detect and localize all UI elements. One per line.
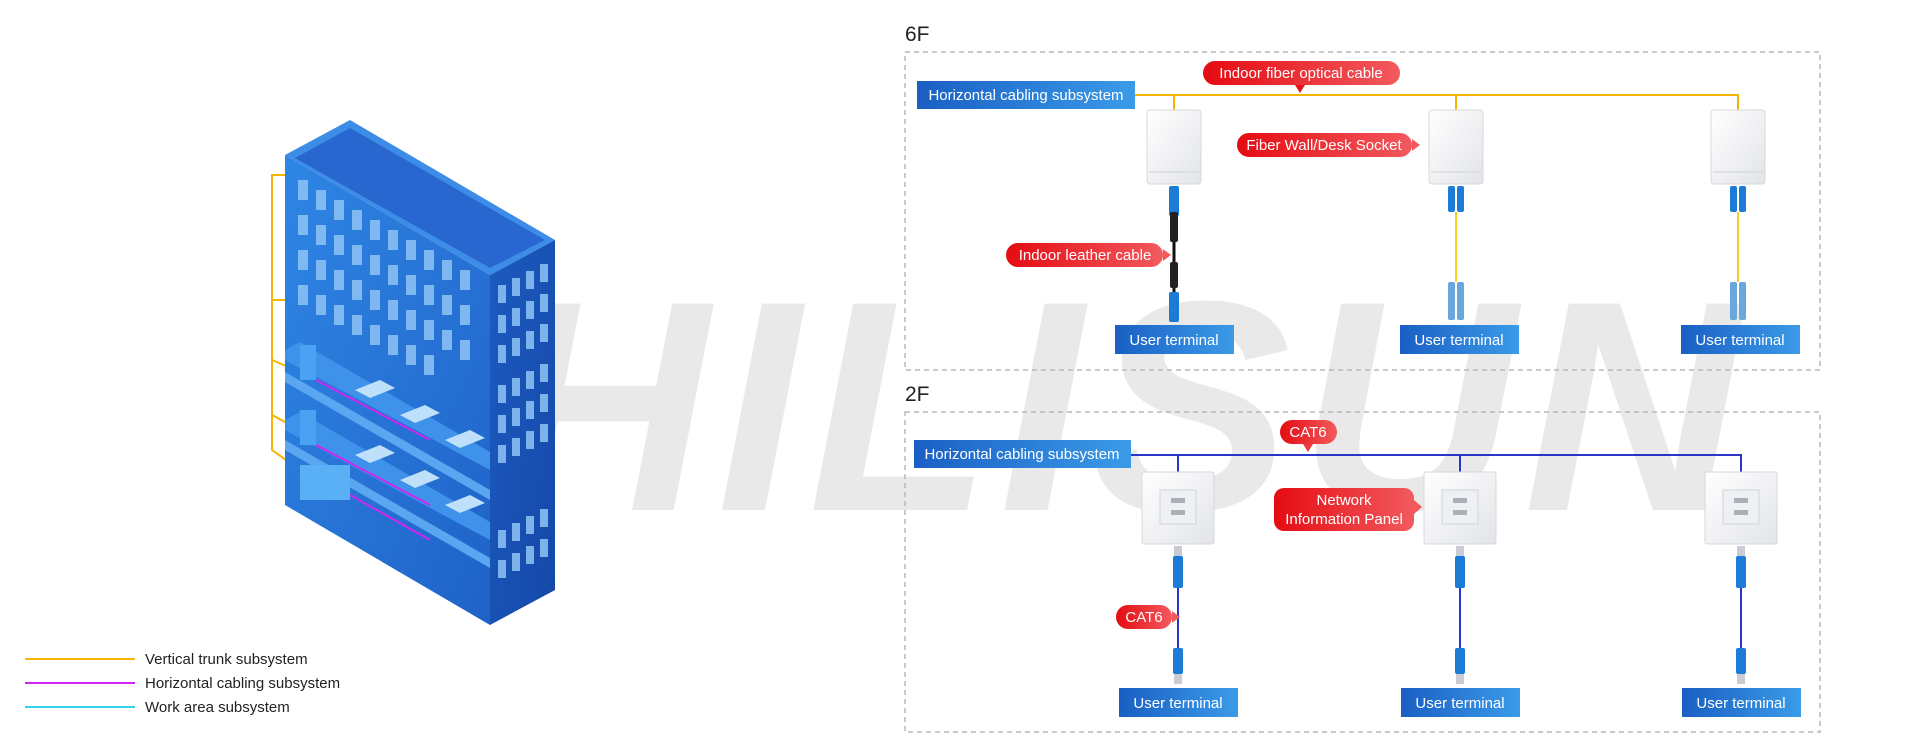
watermark-text: HILISUN	[492, 238, 1748, 574]
legend-label-work-area: Work area subsystem	[145, 699, 290, 716]
fiber-socket-2	[1428, 109, 1484, 185]
building-illustration	[271, 120, 555, 625]
floor-2f-border	[904, 411, 1821, 733]
floor-2f-terminal-3: User terminal	[1696, 695, 1785, 712]
network-panel-2	[1423, 471, 1497, 545]
floor-6f-leather-label: Indoor leather cable	[1019, 247, 1152, 264]
floor-2f-drop-1	[1173, 546, 1183, 684]
floor-6f-terminal-1: User terminal	[1129, 332, 1218, 349]
floor-6f-border	[904, 51, 1821, 371]
floor-6f-panel: 6F Horizontal cabling subsystem Indoor f…	[904, 23, 1821, 371]
floor-2f-terminal-3-box	[1682, 688, 1801, 717]
floor-6f-horizontal-label: Horizontal cabling subsystem	[928, 87, 1123, 104]
floor-2f-terminal-1: User terminal	[1133, 695, 1222, 712]
floor-6f-cable-label: Indoor fiber optical cable	[1219, 65, 1382, 82]
floor-6f-drop-1	[1169, 186, 1179, 322]
floor-6f-terminal-1-box	[1115, 325, 1234, 354]
legend-label-vertical: Vertical trunk subsystem	[145, 651, 308, 668]
floor-2f-terminal-1-box	[1119, 688, 1238, 717]
floor-6f-drop-2	[1448, 186, 1464, 320]
floor-2f-panel-label-1: Network	[1316, 492, 1372, 509]
floor-2f-panel-label-2: Information Panel	[1285, 511, 1403, 528]
floor-6f-drop-3	[1730, 186, 1746, 320]
floor-2f-cable-label: CAT6	[1289, 424, 1326, 441]
legend-label-horizontal: Horizontal cabling subsystem	[145, 675, 340, 692]
floor-6f-socket-callout: Fiber Wall/Desk Socket	[1237, 133, 1420, 157]
network-panel-3	[1704, 471, 1778, 545]
floor-6f-terminal-3: User terminal	[1695, 332, 1784, 349]
floor-6f-cable-callout: Indoor fiber optical cable	[1203, 61, 1400, 93]
floor-2f-terminal-2-box	[1401, 688, 1520, 717]
floor-2f-drop-callout: CAT6	[1116, 605, 1180, 629]
floor-6f-horizontal-box	[917, 81, 1135, 109]
fiber-socket-3	[1710, 109, 1766, 185]
fiber-socket-1	[1146, 109, 1202, 185]
floor-2f-cable-callout: CAT6	[1280, 420, 1337, 452]
legend: Vertical trunk subsystem Horizontal cabl…	[25, 651, 340, 716]
floor-2f-panel-callout: Network Information Panel	[1274, 488, 1422, 531]
floor-6f-terminal-3-box	[1681, 325, 1800, 354]
floor-6f-terminal-2-box	[1400, 325, 1519, 354]
floor-6f-socket-label: Fiber Wall/Desk Socket	[1246, 137, 1402, 154]
floor-2f-panel: 2F Horizontal cabling subsystem CAT6	[904, 383, 1821, 733]
floor-2f-drop-label: CAT6	[1125, 609, 1162, 626]
floor-2f-drop-2	[1455, 546, 1465, 684]
floor-2f-horizontal-label: Horizontal cabling subsystem	[924, 446, 1119, 463]
floor-2f-title: 2F	[905, 383, 930, 406]
network-panel-1	[1141, 471, 1215, 545]
floor-2f-horizontal-box	[914, 440, 1131, 468]
floor-6f-terminal-2: User terminal	[1414, 332, 1503, 349]
floor-6f-leather-callout: Indoor leather cable	[1006, 243, 1171, 267]
floor-6f-title: 6F	[905, 23, 930, 46]
floor-2f-terminal-2: User terminal	[1415, 695, 1504, 712]
floor-2f-drop-3	[1736, 546, 1746, 684]
